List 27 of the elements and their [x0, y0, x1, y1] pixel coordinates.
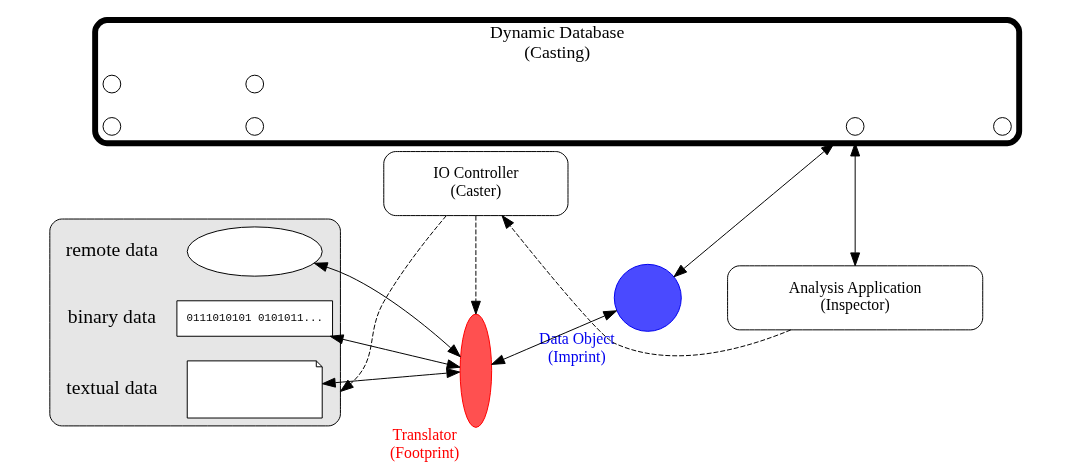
arrow	[470, 215, 481, 315]
node-box: 0111010101 0101011...	[175, 300, 333, 337]
node-label: remote data	[65, 238, 158, 261]
node-circle	[845, 117, 864, 136]
arrow	[313, 262, 461, 358]
node-label: (Footprint)	[389, 443, 459, 461]
node-circle	[102, 117, 121, 136]
node-label: (Imprint)	[547, 347, 606, 365]
node-label: binary data	[67, 305, 156, 328]
node-circle	[613, 263, 682, 332]
node-ellipse	[459, 313, 492, 428]
node-circle	[992, 117, 1012, 136]
node-box: IO Controller (Caster)	[382, 151, 568, 217]
node-circle	[102, 74, 121, 94]
cluster: Dynamic Database (Casting)	[91, 17, 1022, 147]
arrow	[339, 215, 447, 392]
node-ellipse	[186, 226, 323, 277]
arrow	[321, 368, 460, 388]
arrow	[490, 310, 617, 365]
node-circle	[244, 117, 264, 136]
cluster	[48, 218, 341, 427]
node-circle	[244, 74, 264, 94]
node-label: Translator	[392, 425, 457, 443]
arrow	[501, 215, 791, 357]
node-box: Analysis Application (Inspector)	[726, 265, 983, 331]
node-label: textual data	[65, 376, 158, 399]
arrow	[329, 334, 460, 370]
